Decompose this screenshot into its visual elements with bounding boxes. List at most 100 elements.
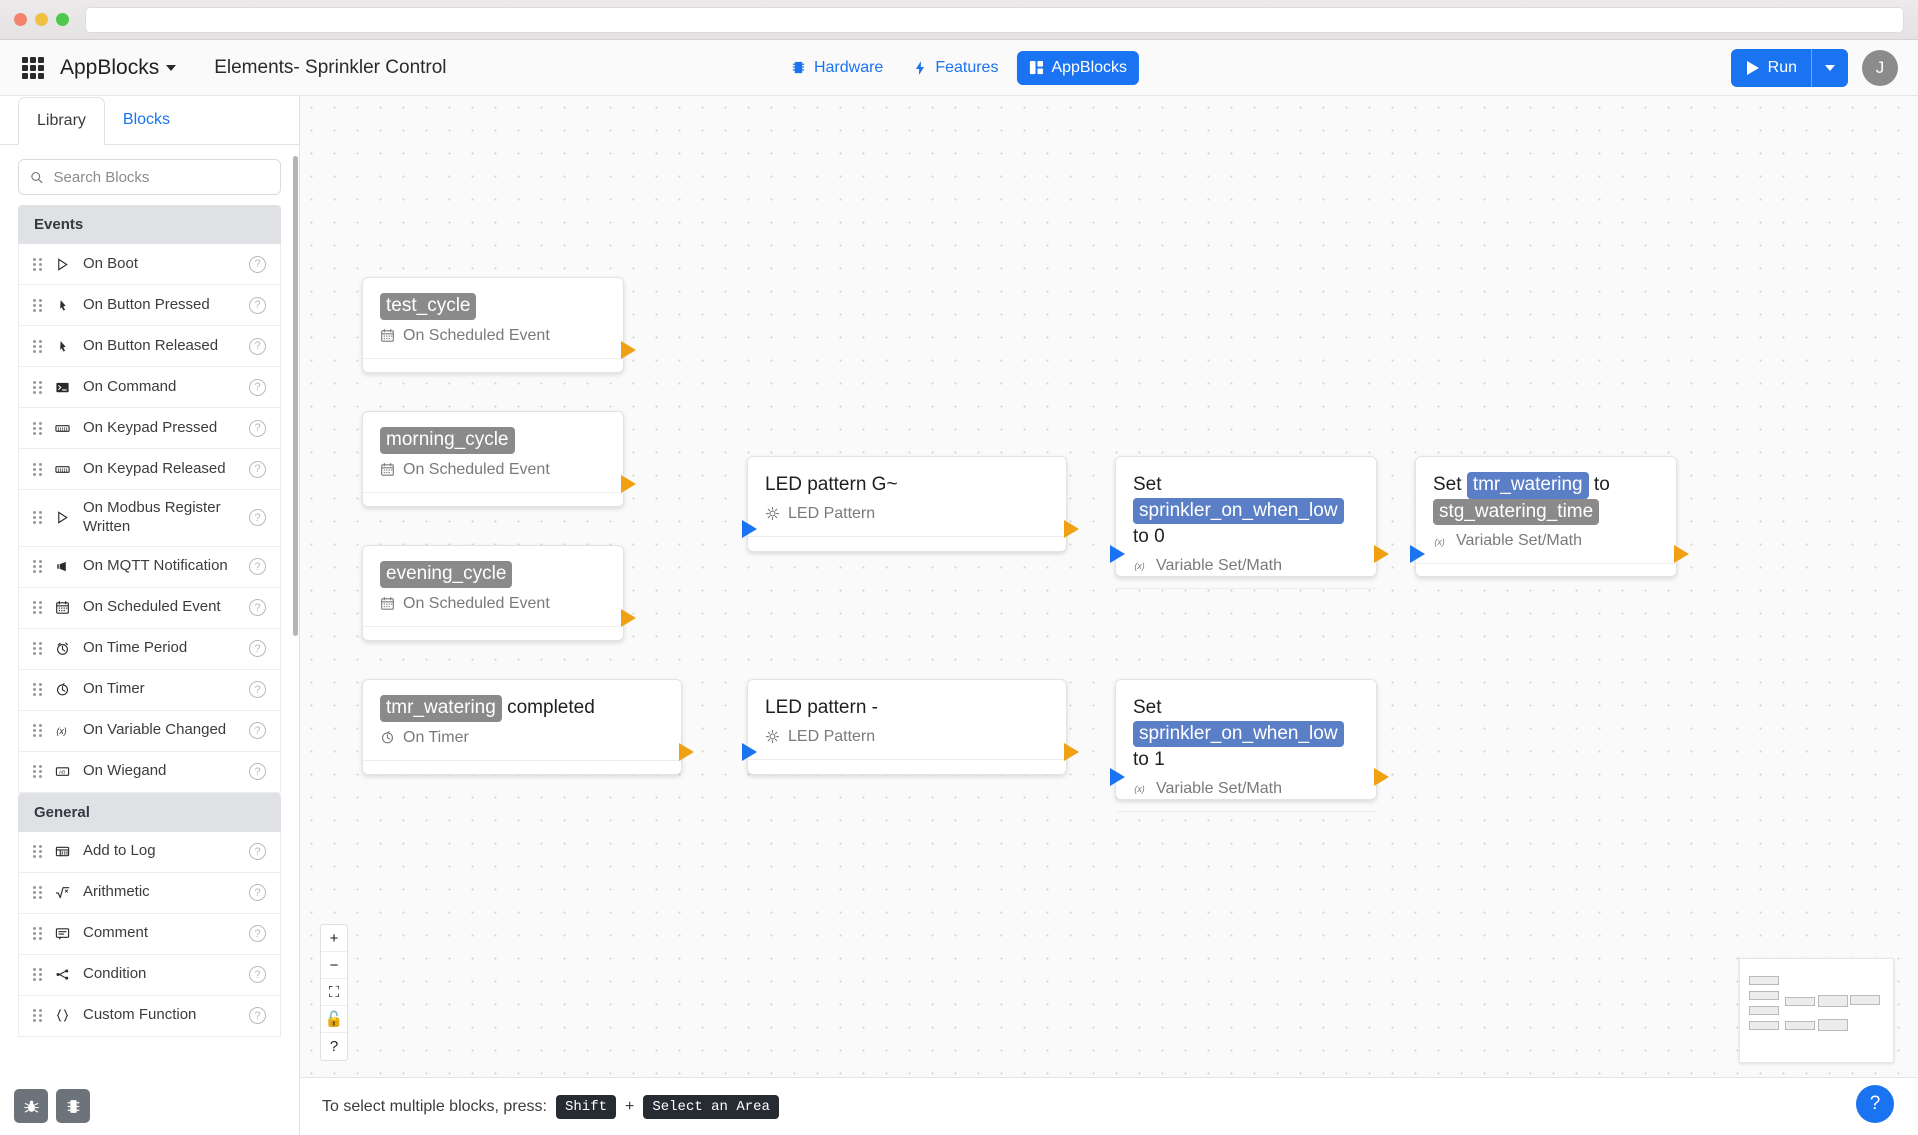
maximize-window-button[interactable] <box>56 13 69 26</box>
device-button[interactable] <box>56 1089 90 1123</box>
block-item-on-keypad-pressed[interactable]: On Keypad Pressed? <box>18 408 281 449</box>
help-button[interactable]: ? <box>329 1038 339 1055</box>
node-output-port[interactable] <box>621 341 636 359</box>
brand-menu[interactable]: AppBlocks <box>60 56 177 80</box>
drag-handle-icon[interactable] <box>33 511 42 525</box>
close-window-button[interactable] <box>14 13 27 26</box>
help-icon[interactable]: ? <box>249 884 266 901</box>
drag-handle-icon[interactable] <box>33 724 42 737</box>
node-input-port[interactable] <box>1410 545 1425 563</box>
block-item-custom-function[interactable]: Custom Function? <box>18 995 281 1037</box>
node-output-port[interactable] <box>1064 743 1079 761</box>
block-item-on-mqtt-notification[interactable]: On MQTT Notification? <box>18 546 281 588</box>
node-output-port[interactable] <box>1374 768 1389 786</box>
drag-handle-icon[interactable] <box>33 339 42 353</box>
drag-handle-icon[interactable] <box>33 845 42 858</box>
help-icon[interactable]: ? <box>249 296 266 314</box>
help-icon[interactable]: ? <box>249 722 266 739</box>
sidebar-tab-blocks[interactable]: Blocks <box>122 111 171 128</box>
block-item-add-to-log[interactable]: Add to Log? <box>18 831 281 873</box>
apps-grid-icon[interactable] <box>22 56 44 79</box>
tab-features[interactable]: Features <box>901 51 1010 85</box>
help-icon[interactable]: ? <box>249 925 266 942</box>
drag-handle-icon[interactable] <box>33 421 42 435</box>
drag-handle-icon[interactable] <box>33 968 42 981</box>
search-input[interactable] <box>53 168 269 186</box>
drag-handle-icon[interactable] <box>33 257 42 271</box>
block-item-on-boot[interactable]: On Boot? <box>18 244 281 285</box>
node-input-port[interactable] <box>1110 545 1125 563</box>
block-item-on-command[interactable]: On Command? <box>18 367 281 408</box>
node-output-port[interactable] <box>679 743 694 761</box>
run-dropdown-button[interactable] <box>1812 64 1848 71</box>
block-item-condition[interactable]: Condition? <box>18 954 281 996</box>
zoom-in-button[interactable]: + <box>321 925 347 952</box>
minimize-window-button[interactable] <box>35 13 48 26</box>
help-icon[interactable]: ? <box>249 460 266 478</box>
node-output-port[interactable] <box>1674 545 1689 563</box>
node-output-port[interactable] <box>621 475 636 493</box>
lock-button[interactable]: 🔓 <box>321 1006 347 1033</box>
sidebar-tab-library[interactable]: Library <box>18 97 105 145</box>
block-item-on-modbus-register-written[interactable]: On Modbus Register Written? <box>18 490 281 547</box>
node-output-port[interactable] <box>621 609 636 627</box>
drag-handle-icon[interactable] <box>33 683 42 696</box>
drag-handle-icon[interactable] <box>33 886 42 899</box>
help-icon[interactable]: ? <box>249 558 266 575</box>
block-item-on-button-released[interactable]: On Button Released? <box>18 326 281 367</box>
help-icon[interactable]: ? <box>249 966 266 983</box>
avatar[interactable]: J <box>1862 49 1898 86</box>
help-icon[interactable]: ? <box>249 419 266 437</box>
drag-handle-icon[interactable] <box>33 1009 42 1022</box>
help-icon[interactable]: ? <box>249 599 266 616</box>
block-item-on-time-period[interactable]: On Time Period? <box>18 628 281 670</box>
help-icon[interactable]: ? <box>249 843 266 860</box>
flow-node-n8[interactable]: Set sprinkler_on_when_low to 1(x)Variabl… <box>1110 679 1389 812</box>
fit-view-button[interactable]: ⛶ <box>321 979 347 1006</box>
flow-node-n7[interactable]: Set sprinkler_on_when_low to 0(x)Variabl… <box>1110 456 1389 589</box>
help-icon[interactable]: ? <box>249 640 266 657</box>
block-item-on-scheduled-event[interactable]: On Scheduled Event? <box>18 587 281 629</box>
block-item-arithmetic[interactable]: Arithmetic? <box>18 872 281 914</box>
block-item-on-timer[interactable]: On Timer? <box>18 669 281 711</box>
run-button-main[interactable]: Run <box>1731 59 1811 77</box>
block-item-on-keypad-released[interactable]: On Keypad Released? <box>18 449 281 490</box>
node-output-port[interactable] <box>1374 545 1389 563</box>
tab-appblocks[interactable]: AppBlocks <box>1016 50 1140 85</box>
drag-handle-icon[interactable] <box>33 601 42 614</box>
block-item-on-button-pressed[interactable]: On Button Pressed? <box>18 285 281 326</box>
help-icon[interactable]: ? <box>249 1007 266 1024</box>
debug-button[interactable] <box>14 1089 48 1123</box>
tab-hardware[interactable]: Hardware <box>779 51 895 85</box>
minimap[interactable] <box>1739 958 1894 1063</box>
drag-handle-icon[interactable] <box>33 642 42 655</box>
drag-handle-icon[interactable] <box>33 298 42 312</box>
drag-handle-icon[interactable] <box>33 380 42 394</box>
help-fab-button[interactable]: ? <box>1856 1085 1894 1123</box>
flow-node-n6[interactable]: LED pattern -LED Pattern <box>742 679 1079 775</box>
help-icon[interactable]: ? <box>249 681 266 698</box>
node-input-port[interactable] <box>1110 768 1125 786</box>
sidebar-scrollbar[interactable] <box>293 156 298 636</box>
flow-node-n9[interactable]: Set tmr_watering to stg_watering_time(x)… <box>1410 456 1689 577</box>
address-bar[interactable] <box>85 6 1904 33</box>
flow-node-n5[interactable]: LED pattern G~LED Pattern <box>742 456 1079 552</box>
drag-handle-icon[interactable] <box>33 765 42 778</box>
help-icon[interactable]: ? <box>249 763 266 780</box>
zoom-out-button[interactable]: − <box>321 952 347 979</box>
drag-handle-icon[interactable] <box>33 927 42 940</box>
node-input-port[interactable] <box>742 520 757 538</box>
help-icon[interactable]: ? <box>249 255 266 273</box>
help-icon[interactable]: ? <box>249 337 266 355</box>
drag-handle-icon[interactable] <box>33 462 42 476</box>
run-button[interactable]: Run <box>1730 48 1848 87</box>
node-output-port[interactable] <box>1064 520 1079 538</box>
search-box[interactable] <box>18 159 281 195</box>
